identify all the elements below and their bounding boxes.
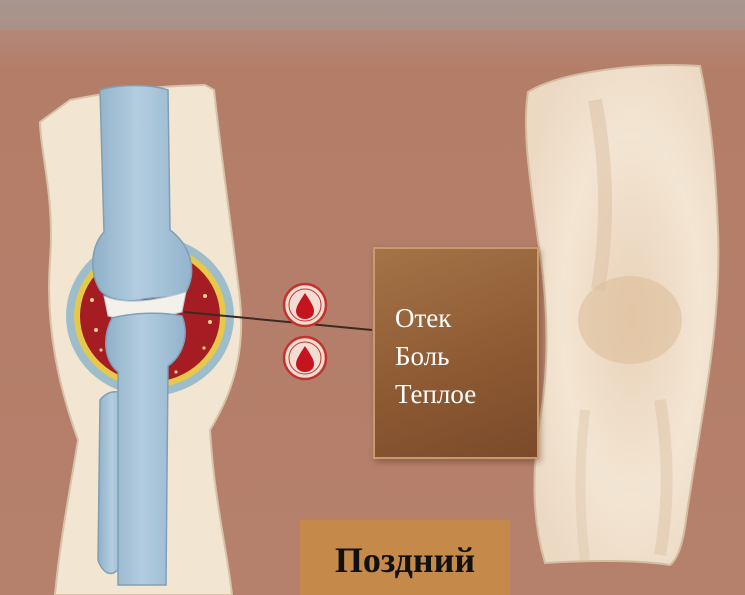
- stage-label: Поздний: [335, 539, 475, 581]
- stage-label-box: Поздний: [300, 520, 510, 595]
- top-shadow: [0, 0, 745, 30]
- symptom-swelling: Отек: [395, 299, 539, 337]
- blood-drop-icon: [284, 337, 326, 379]
- symptom-pain: Боль: [395, 337, 539, 375]
- symptoms-box: Отек Боль Теплое: [373, 247, 539, 459]
- symptom-warmth: Теплое: [395, 375, 539, 413]
- blood-drop-icon: [284, 284, 326, 326]
